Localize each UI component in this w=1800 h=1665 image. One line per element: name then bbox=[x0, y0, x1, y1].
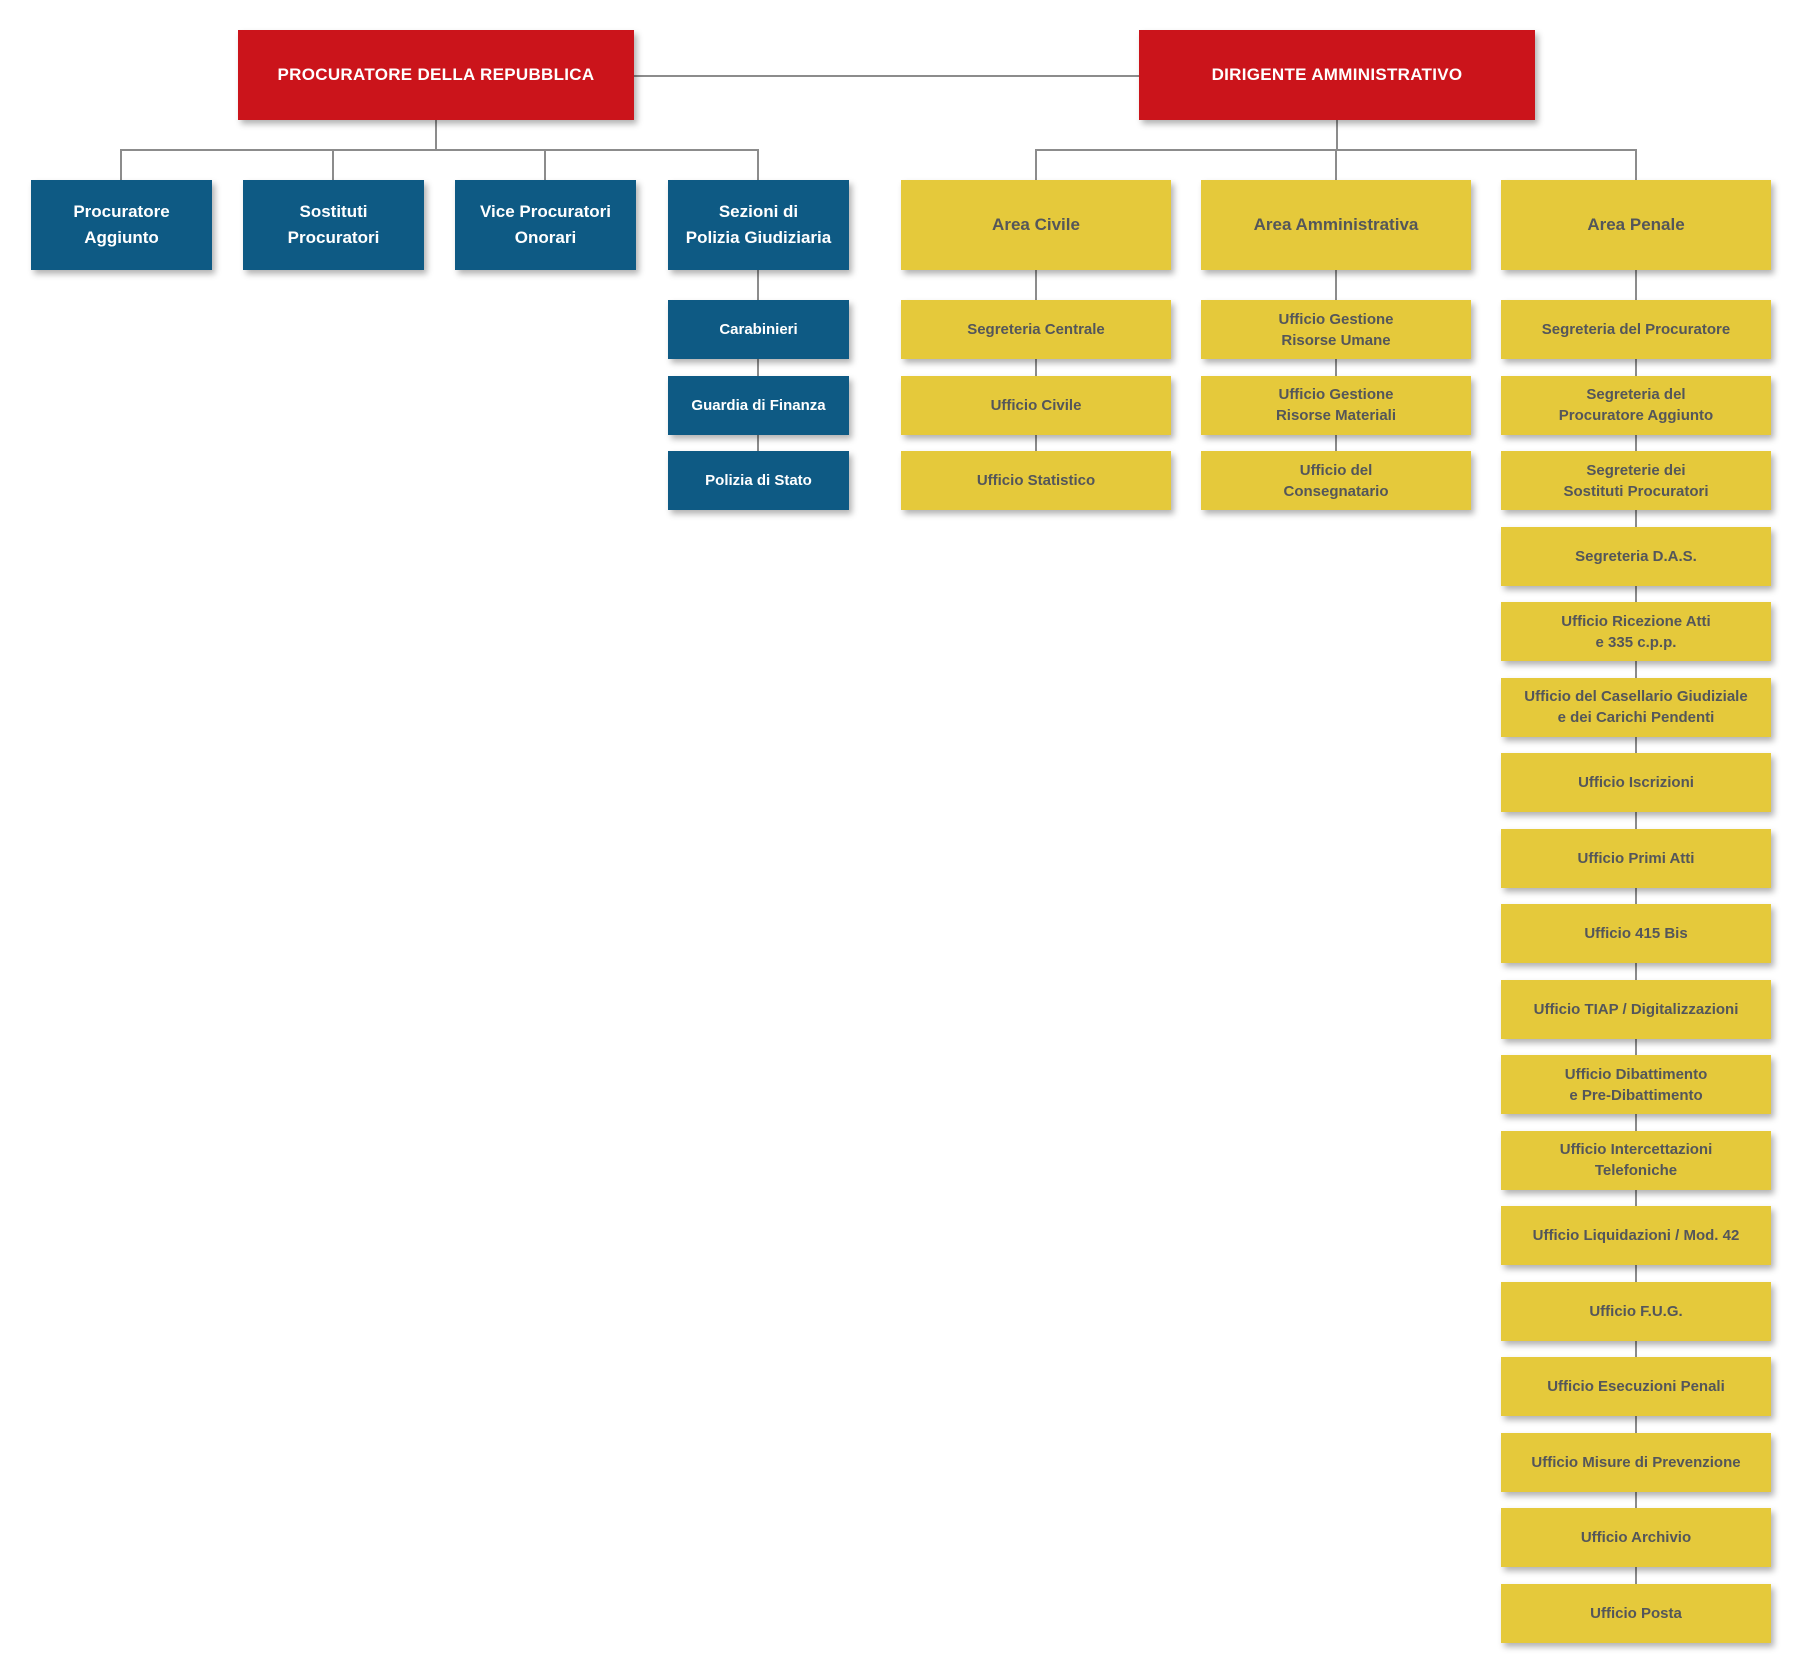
spine-area-amministrativa bbox=[1335, 270, 1337, 454]
polizia-giudiziaria-column: Carabinieri Guardia di Finanza Polizia d… bbox=[668, 300, 849, 510]
area-amministrativa-column: Area Amministrativa Ufficio Gestione Ris… bbox=[1201, 180, 1471, 510]
node-dirigente-amministrativo: DIRIGENTE AMMINISTRATIVO bbox=[1139, 30, 1535, 120]
connector-left-rail bbox=[120, 149, 759, 151]
connector-drop-sostituti bbox=[332, 151, 334, 180]
node-ufficio-gestione-risorse-umane: Ufficio Gestione Risorse Umane bbox=[1201, 300, 1471, 359]
node-carabinieri: Carabinieri bbox=[668, 300, 849, 359]
node-ufficio-archivio: Ufficio Archivio bbox=[1501, 1508, 1771, 1567]
node-segreterie-sostituti-procuratori: Segreterie dei Sostituti Procuratori bbox=[1501, 451, 1771, 510]
node-ufficio-posta: Ufficio Posta bbox=[1501, 1583, 1771, 1643]
connector-root-link bbox=[634, 75, 1139, 77]
node-area-amministrativa: Area Amministrativa bbox=[1201, 180, 1471, 270]
connector-root2-drop bbox=[1336, 120, 1338, 150]
node-ufficio-ricezione-atti: Ufficio Ricezione Atti e 335 c.p.p. bbox=[1501, 602, 1771, 661]
spine-area-civile bbox=[1035, 270, 1037, 454]
node-ufficio-primi-atti: Ufficio Primi Atti bbox=[1501, 828, 1771, 888]
connector-right-rail bbox=[1035, 149, 1637, 151]
connector-drop-procuratore-aggiunto bbox=[120, 151, 122, 180]
node-ufficio-gestione-risorse-materiali: Ufficio Gestione Risorse Materiali bbox=[1201, 375, 1471, 435]
node-polizia-di-stato: Polizia di Stato bbox=[668, 451, 849, 510]
node-segreteria-procuratore-aggiunto: Segreteria del Procuratore Aggiunto bbox=[1501, 375, 1771, 435]
area-civile-column: Area Civile Segreteria Centrale Ufficio … bbox=[901, 180, 1171, 510]
node-procuratore-aggiunto: Procuratore Aggiunto bbox=[31, 180, 212, 270]
connector-root1-drop bbox=[435, 120, 437, 150]
node-ufficio-tiap-digitalizzazioni: Ufficio TIAP / Digitalizzazioni bbox=[1501, 979, 1771, 1039]
connector-drop-vice-procuratori bbox=[544, 151, 546, 180]
node-ufficio-415-bis: Ufficio 415 Bis bbox=[1501, 904, 1771, 963]
connector-drop-area-amministrativa bbox=[1335, 151, 1337, 180]
node-ufficio-liquidazioni-mod42: Ufficio Liquidazioni / Mod. 42 bbox=[1501, 1206, 1771, 1265]
node-ufficio-dibattimento: Ufficio Dibattimento e Pre-Dibattimento bbox=[1501, 1055, 1771, 1114]
node-ufficio-fug: Ufficio F.U.G. bbox=[1501, 1281, 1771, 1341]
node-area-penale: Area Penale bbox=[1501, 180, 1771, 270]
node-ufficio-esecuzioni-penali: Ufficio Esecuzioni Penali bbox=[1501, 1357, 1771, 1416]
connector-drop-sezioni bbox=[757, 151, 759, 180]
node-vice-procuratori-onorari: Vice Procuratori Onorari bbox=[455, 180, 636, 270]
area-penale-column: Area Penale Segreteria del Procuratore S… bbox=[1501, 180, 1771, 1643]
connector-drop-area-penale bbox=[1635, 151, 1637, 180]
node-segreteria-centrale: Segreteria Centrale bbox=[901, 300, 1171, 359]
node-ufficio-misure-di-prevenzione: Ufficio Misure di Prevenzione bbox=[1501, 1432, 1771, 1492]
connector-drop-area-civile bbox=[1035, 151, 1037, 180]
node-guardia-di-finanza: Guardia di Finanza bbox=[668, 375, 849, 435]
node-area-civile: Area Civile bbox=[901, 180, 1171, 270]
node-ufficio-casellario-giudiziale: Ufficio del Casellario Giudiziale e dei … bbox=[1501, 677, 1771, 737]
node-procuratore-della-repubblica: PROCURATORE DELLA REPUBBLICA bbox=[238, 30, 634, 120]
node-ufficio-iscrizioni: Ufficio Iscrizioni bbox=[1501, 753, 1771, 812]
node-ufficio-intercettazioni-telefoniche: Ufficio Intercettazioni Telefoniche bbox=[1501, 1130, 1771, 1190]
spine-polizia-giudiziaria bbox=[757, 270, 759, 454]
node-sostituti-procuratori: Sostituti Procuratori bbox=[243, 180, 424, 270]
node-sezioni-polizia-giudiziaria: Sezioni di Polizia Giudiziaria bbox=[668, 180, 849, 270]
node-ufficio-civile: Ufficio Civile bbox=[901, 375, 1171, 435]
node-ufficio-del-consegnatario: Ufficio del Consegnatario bbox=[1201, 451, 1471, 510]
node-segreteria-das: Segreteria D.A.S. bbox=[1501, 526, 1771, 586]
node-ufficio-statistico: Ufficio Statistico bbox=[901, 451, 1171, 510]
node-segreteria-del-procuratore: Segreteria del Procuratore bbox=[1501, 300, 1771, 359]
